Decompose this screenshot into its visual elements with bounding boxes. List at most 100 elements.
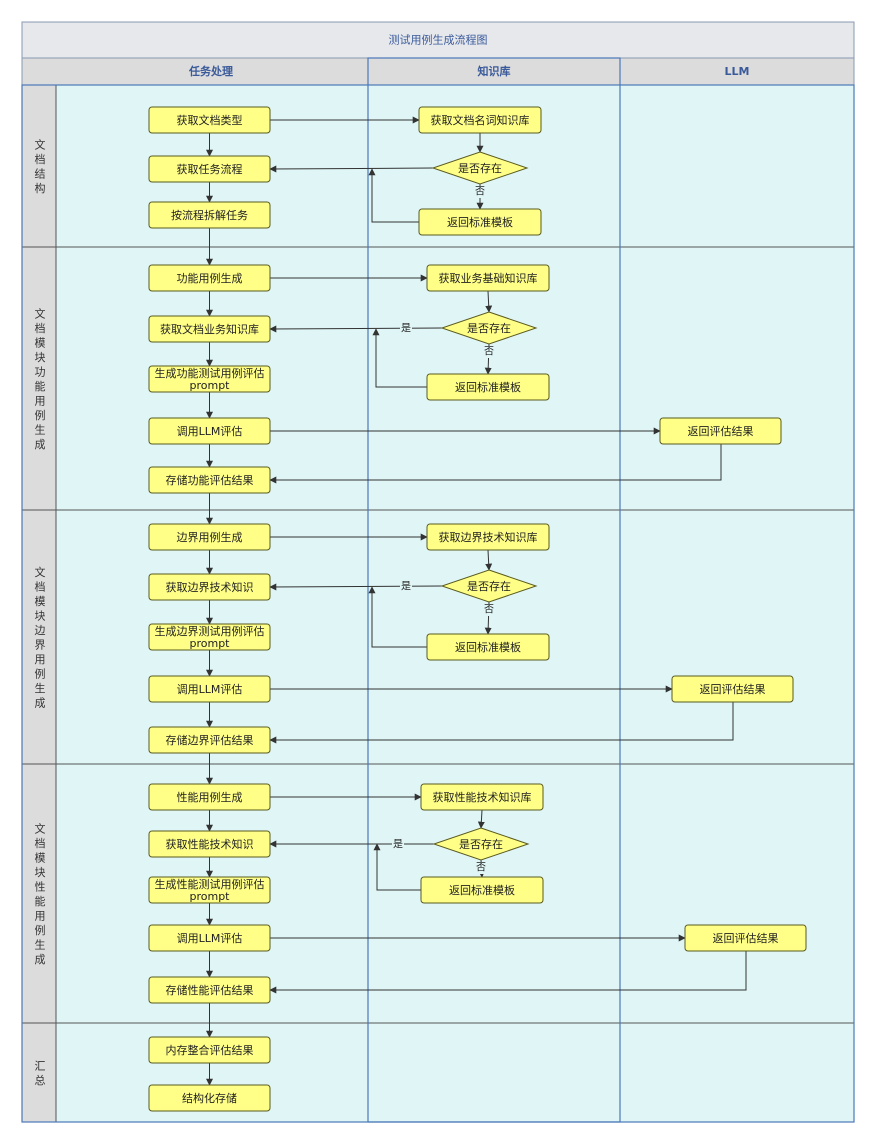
node-label-n1: 获取文档类型 — [177, 113, 243, 127]
node-label-k1: 获取文档名词知识库 — [431, 113, 530, 127]
edge-label-bg-d1-to-t1 — [474, 186, 486, 198]
edge-label-d2-to-f2: 是 — [401, 323, 411, 335]
node-label-d4: 是否存在 — [459, 837, 503, 851]
node-label-p5: 存储性能评估结果 — [166, 983, 254, 997]
node-label-f2: 获取文档业务知识库 — [160, 322, 259, 336]
lanes-background — [56, 85, 854, 1122]
diagram-frame — [21, 84, 855, 1123]
row-label-r2: 文档模块功能用例生成 — [35, 306, 46, 451]
node-label-d2: 是否存在 — [467, 321, 511, 335]
column-header-1 — [21, 57, 369, 86]
node-label-k3: 获取边界技术知识库 — [439, 530, 538, 544]
process-node-k4 — [420, 783, 544, 811]
node-label-l4: 返回评估结果 — [713, 932, 779, 945]
node-label-l2: 返回评估结果 — [688, 425, 754, 438]
edge-t4-to-p2 — [373, 843, 421, 891]
row-label-r3: 文档模块边界用例生成 — [35, 564, 46, 709]
node-label-b4: 调用LLM评估 — [177, 683, 243, 696]
edge-label-bg-d3-to-t3 — [483, 604, 495, 616]
process-node-f1 — [148, 264, 271, 292]
node-label-s2: 结构化存储 — [182, 1091, 237, 1105]
process-node-l3 — [671, 675, 794, 703]
process-node-k3 — [426, 523, 550, 551]
process-node-t1 — [418, 208, 542, 236]
node-label-p4: 调用LLM评估 — [177, 932, 243, 945]
node-label-n3: 按流程拆解任务 — [171, 208, 248, 222]
column-header-label-3: LLM — [725, 65, 750, 78]
process-node-p3 — [148, 876, 271, 904]
edge-label-d4-to-t4: 否 — [476, 862, 486, 874]
process-node-s1 — [148, 1036, 271, 1064]
node-label-t1: 返回标准模板 — [447, 215, 513, 229]
process-node-k1 — [418, 106, 542, 134]
column-header-label-2: 知识库 — [477, 64, 511, 78]
edge-label-d1-to-t1: 否 — [475, 186, 485, 198]
node-label-p1: 性能用例生成 — [177, 790, 243, 804]
edge-d2-to-f2 — [269, 325, 443, 333]
column-header-label-1: 任务处理 — [188, 64, 233, 78]
diagram-title: 测试用例生成流程图 — [389, 33, 488, 47]
edge-label-bg-d4-to-t4 — [475, 862, 487, 874]
node-label-f1: 功能用例生成 — [177, 271, 243, 285]
edge-k2-to-d2 — [485, 290, 493, 313]
process-node-n2 — [148, 155, 271, 183]
edge-t2-to-f2 — [372, 328, 427, 388]
edge-t1-to-n2 — [368, 168, 419, 223]
node-label-b1: 边界用例生成 — [177, 530, 243, 544]
edge-label-bg-d2-to-t2 — [483, 346, 495, 358]
edge-d1-to-n2 — [269, 165, 434, 173]
node-label-l3: 返回评估结果 — [700, 683, 766, 696]
process-node-p2 — [148, 830, 271, 858]
node-label-d3: 是否存在 — [467, 579, 511, 593]
process-node-t4 — [420, 876, 544, 904]
node-label-b2: 获取边界技术知识 — [166, 580, 254, 594]
process-node-b5 — [148, 726, 271, 754]
decision-node-d3 — [440, 569, 538, 603]
node-label-t2: 返回标准模板 — [455, 380, 521, 394]
process-node-t2 — [426, 373, 550, 401]
edge-label-bg-d4-to-p2 — [392, 839, 404, 851]
process-node-p1 — [148, 783, 271, 811]
edge-t3-to-b2 — [368, 586, 427, 648]
node-label-s1: 内存整合评估结果 — [166, 1043, 254, 1057]
edge-label-d3-to-t3: 否 — [484, 604, 494, 616]
edge-d3-to-b2 — [269, 583, 443, 591]
process-node-f4 — [148, 417, 271, 445]
title-bar — [21, 21, 855, 59]
process-node-s2 — [148, 1084, 271, 1112]
edge-label-d2-to-t2: 否 — [484, 346, 494, 358]
decision-node-d2 — [440, 311, 538, 345]
node-label-k4: 获取性能技术知识库 — [433, 790, 532, 804]
process-node-f3 — [148, 365, 271, 393]
node-label-d1: 是否存在 — [458, 161, 502, 175]
process-node-b3 — [148, 623, 271, 651]
process-node-b1 — [148, 523, 271, 551]
process-node-l4 — [684, 924, 807, 952]
process-node-f5 — [148, 466, 271, 494]
process-node-l2 — [659, 417, 782, 445]
process-node-b2 — [148, 573, 271, 601]
process-node-n1 — [148, 106, 271, 134]
process-node-p4 — [148, 924, 271, 952]
process-node-f2 — [148, 315, 271, 343]
node-label-f4: 调用LLM评估 — [177, 425, 243, 438]
edge-label-d4-to-p2: 是 — [393, 839, 403, 851]
edge-label-d3-to-b2: 是 — [401, 581, 411, 593]
node-label-t4: 返回标准模板 — [449, 883, 515, 897]
process-node-p5 — [148, 976, 271, 1004]
edge-label-bg-d3-to-b2 — [400, 581, 412, 593]
node-label-n2: 获取任务流程 — [177, 162, 243, 176]
node-label-p2: 获取性能技术知识 — [166, 837, 254, 851]
node-label-k2: 获取业务基础知识库 — [439, 271, 538, 285]
edge-k3-to-d3 — [485, 549, 493, 571]
node-label-f5: 存储功能评估结果 — [166, 473, 254, 487]
node-label-b5: 存储边界评估结果 — [166, 733, 254, 747]
node-label-t3: 返回标准模板 — [455, 640, 521, 654]
row-label-r4: 文档模块性能用例生成 — [35, 821, 46, 966]
process-node-k2 — [426, 264, 550, 292]
process-node-n3 — [148, 201, 271, 229]
edge-label-bg-d2-to-f2 — [400, 323, 412, 335]
